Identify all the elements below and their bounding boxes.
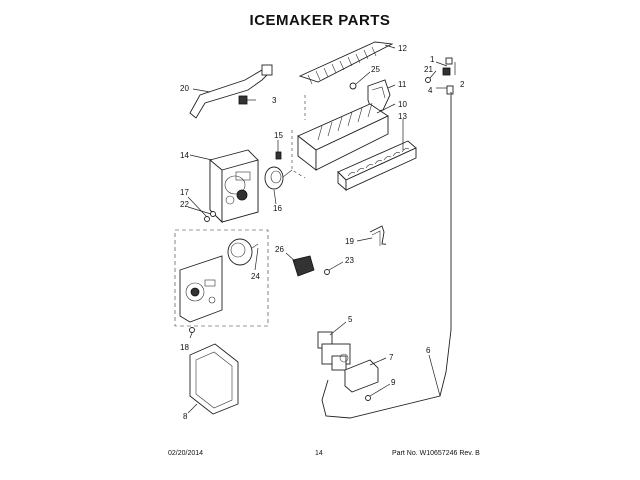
part-12-ejector [298,41,394,85]
footer-part-number: Part No. W10657246 Rev. B [392,450,480,457]
part-3-clip [238,95,248,105]
footer-page-number: 14 [315,450,323,457]
callout-8: 8 [183,412,188,421]
part-9-screw [365,395,371,401]
callout-17: 17 [180,188,189,197]
part-17-screw [204,216,210,222]
part-13-mold [337,140,417,191]
control-module-outline [174,229,269,327]
callout-1: 1 [430,55,435,64]
callout-22: 22 [180,200,189,209]
callout-26: 26 [275,245,284,254]
callout-numbers: 12 1 2 21 4 11 25 10 13 3 20 15 14 16 17… [180,44,465,421]
callout-14: 14 [180,151,189,160]
part-24-motor [227,238,259,266]
callout-24: 24 [251,272,260,281]
callout-20: 20 [180,84,189,93]
callout-23: 23 [345,256,354,265]
part-4-nut [446,85,454,95]
icemaker-body [291,95,389,179]
callout-3: 3 [272,96,277,105]
part-20-harness [189,64,273,119]
callout-6: 6 [426,346,431,355]
callout-25: 25 [371,65,380,74]
callout-4: 4 [428,86,433,95]
part-5-valve [317,331,351,371]
part-25-screw [349,82,357,90]
callout-9: 9 [391,378,396,387]
leader-lines [187,44,456,414]
callout-19: 19 [345,237,354,246]
callout-10: 10 [398,100,407,109]
part-21-nut [425,77,431,83]
callout-15: 15 [274,131,283,140]
callout-16: 16 [273,204,282,213]
part-16-motor [264,166,293,190]
part-18-screw [189,327,195,333]
part-22-screw [210,211,216,217]
part-7-bracket [344,359,379,393]
page-title: ICEMAKER PARTS [249,12,391,29]
part-2-fitting [445,57,453,65]
part-15-screw [275,151,282,160]
part-14-housing [209,149,259,224]
part-23-screw [324,269,330,275]
part-6-water-line [321,92,452,419]
callout-12: 12 [398,44,407,53]
callout-21: 21 [424,65,433,74]
callout-5: 5 [348,315,353,324]
callout-2: 2 [460,80,465,89]
part-1-fitting [442,67,451,76]
callout-18: 18 [180,343,189,352]
callout-7: 7 [389,353,394,362]
callout-11: 11 [398,80,407,89]
part-8-pad [189,343,239,415]
callout-13: 13 [398,112,407,121]
part-26-bracket [292,255,315,277]
footer-date: 02/20/2014 [168,450,204,457]
control-plate [179,255,223,323]
